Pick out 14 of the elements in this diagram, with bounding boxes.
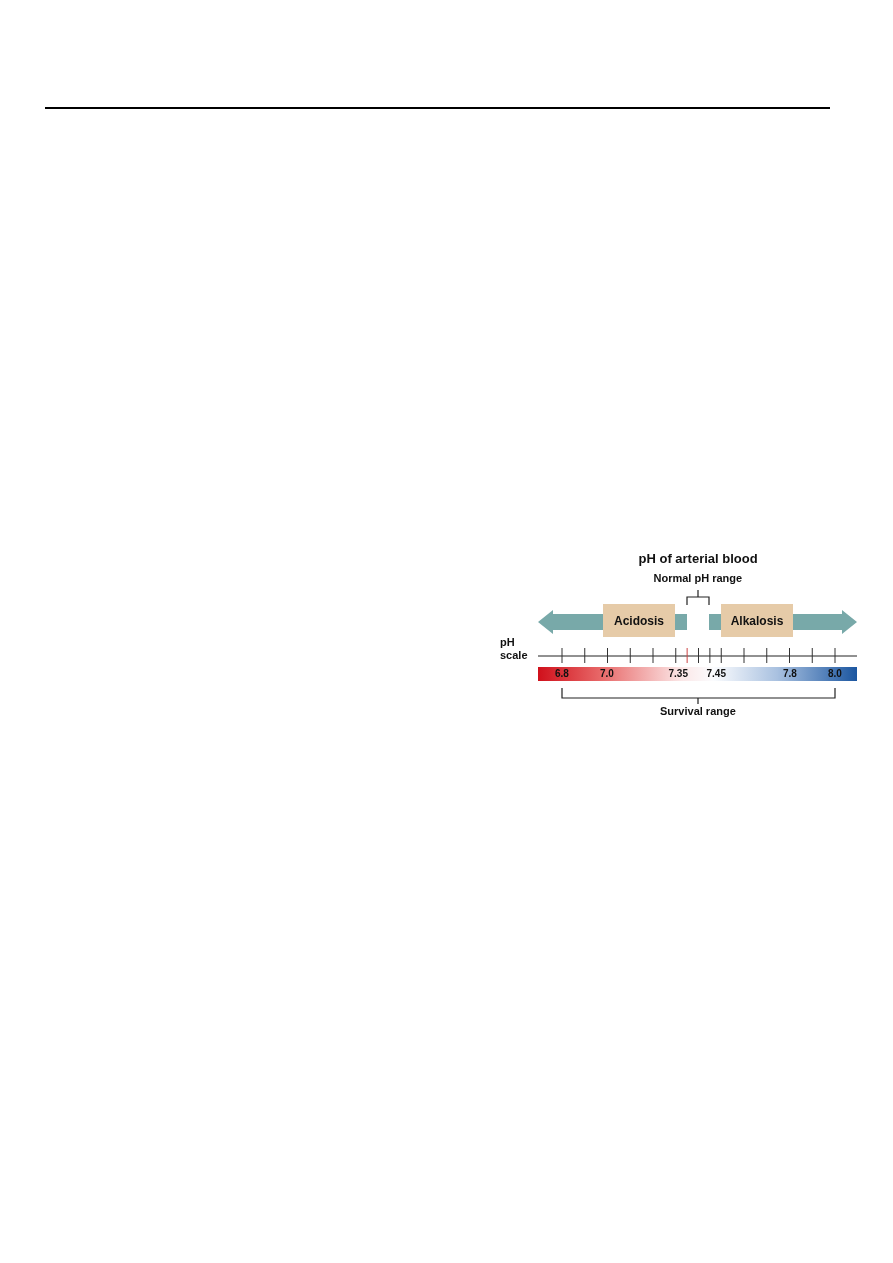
tick-label: 8.0: [828, 669, 842, 679]
range-label: Normal pH range: [653, 573, 743, 584]
tick-label: 7.45: [706, 669, 726, 679]
tick-label: 7.35: [668, 669, 688, 679]
condition-box: [603, 604, 675, 637]
tick-label: 6.8: [555, 669, 569, 679]
condition-label: Acidosis: [614, 613, 664, 628]
range-label: Survival range: [660, 706, 736, 717]
tick-label: 7.8: [783, 669, 797, 679]
chart-title: pH of arterial blood: [638, 552, 758, 565]
condition-label: Alkalosis: [730, 613, 784, 628]
axis-label: pH scale: [500, 636, 529, 662]
tick-label: 7.0: [600, 669, 614, 679]
condition-box: [721, 604, 793, 637]
